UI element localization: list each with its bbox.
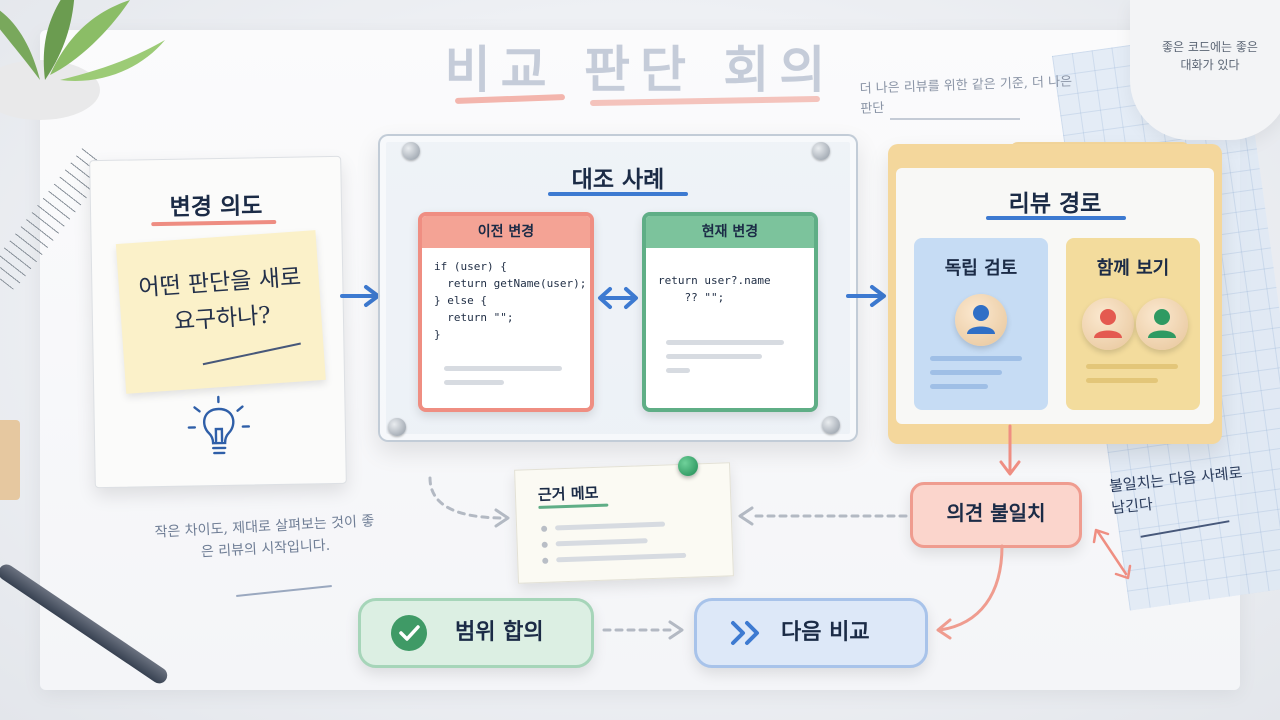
placeholder-line	[666, 340, 784, 345]
mug-decoration	[1130, 0, 1280, 140]
question-underline	[202, 342, 301, 366]
review-path-sheet: 리뷰 경로 독립 검토 함께 보기	[896, 168, 1214, 424]
placeholder-line	[555, 521, 666, 531]
plant-decoration	[0, 0, 165, 120]
screw-bolt	[812, 142, 830, 160]
independent-review-card[interactable]: 독립 검토	[914, 238, 1048, 410]
code-line: return "";	[434, 311, 514, 324]
before-change-label: 이전 변경	[422, 216, 590, 248]
code-line: }	[434, 328, 441, 341]
change-intent-title: 변경 의도	[169, 193, 263, 221]
dashed-arrow-icon	[738, 506, 908, 526]
independent-review-label: 독립 검토	[944, 258, 1018, 279]
placeholder-line	[666, 354, 762, 359]
next-compare-button[interactable]: 다음 비교	[694, 598, 928, 668]
lightbulb-icon	[187, 395, 251, 455]
placeholder-line	[444, 380, 504, 385]
bullet-dot	[542, 557, 549, 564]
intent-question: 어떤 판단을 새로 요구하나?	[137, 264, 302, 336]
review-together-label: 함께 보기	[1096, 258, 1170, 279]
current-change-card[interactable]: 현재 변경 return user?.name ?? "";	[642, 212, 818, 412]
screw-bolt	[388, 418, 406, 436]
bullet-dot	[541, 541, 548, 548]
arrow-right-icon	[846, 285, 886, 307]
evidence-memo-card[interactable]: 근거 메모	[514, 462, 734, 584]
code-line: return getName(user);	[434, 277, 587, 290]
review-path-title: 리뷰 경로	[1008, 191, 1102, 217]
placeholder-line	[666, 368, 690, 373]
top-note-underline	[890, 118, 1020, 120]
scope-agreement-button[interactable]: 범위 합의	[358, 598, 594, 668]
code-line: } else {	[434, 294, 487, 307]
pushpin-icon	[678, 456, 698, 476]
screw-bolt	[402, 142, 420, 160]
review-together-card[interactable]: 함께 보기	[1066, 238, 1200, 410]
evidence-memo-title: 근거 메모	[537, 483, 599, 504]
bullet-dot	[541, 525, 548, 532]
sticky-note: 어떤 판단을 새로 요구하나?	[115, 230, 326, 394]
code-line: ?? "";	[658, 291, 725, 304]
code-line: if (user) {	[434, 260, 507, 273]
placeholder-line	[930, 370, 1002, 375]
wood-block-decoration	[0, 420, 20, 500]
placeholder-line	[444, 366, 562, 371]
next-compare-label: 다음 비교	[781, 620, 870, 645]
placeholder-line	[930, 384, 988, 389]
placeholder-line	[930, 356, 1022, 361]
current-change-label: 현재 변경	[646, 216, 814, 248]
screw-bolt	[822, 416, 840, 434]
before-change-card[interactable]: 이전 변경 if (user) { return getName(user); …	[418, 212, 594, 412]
before-code: if (user) { return getName(user); } else…	[422, 248, 590, 353]
placeholder-line	[555, 538, 648, 547]
change-intent-card: 변경 의도 어떤 판단을 새로 요구하나?	[89, 155, 347, 489]
double-arrow-icon	[598, 287, 638, 309]
double-chevron-icon	[731, 621, 759, 645]
scope-agreement-label: 범위 합의	[455, 620, 544, 645]
dashed-arrow-icon	[428, 476, 510, 528]
check-icon	[391, 615, 427, 651]
title-underline	[548, 192, 688, 196]
reviewer-token	[1082, 298, 1134, 350]
page-title: 비교 판단 회의	[444, 41, 836, 99]
dashed-arrow-icon	[602, 620, 684, 640]
person-icon	[1094, 309, 1122, 338]
comparison-title: 대조 사례	[571, 167, 665, 193]
mug-note: 좋은 코드에는 좋은 대화가 있다	[1162, 40, 1258, 72]
arrow-down-icon	[999, 424, 1021, 476]
code-line: return user?.name	[658, 274, 771, 287]
title-underline	[986, 216, 1126, 220]
comparison-panel: 대조 사례 이전 변경 if (user) { return getName(u…	[378, 134, 858, 442]
person-icon	[967, 305, 995, 334]
placeholder-line	[556, 552, 687, 563]
placeholder-line	[1086, 378, 1158, 383]
placeholder-line	[1086, 364, 1178, 369]
disagreement-box[interactable]: 의견 불일치	[910, 482, 1082, 548]
double-arrow-icon	[1092, 528, 1132, 580]
curved-arrow-icon	[936, 544, 1004, 640]
reviewer-token	[955, 294, 1007, 346]
title-underline	[151, 219, 277, 227]
person-icon	[1148, 309, 1176, 338]
top-note: 더 나은 리뷰를 위한 같은 기준, 더 나은 판단	[859, 74, 1073, 117]
reviewer-token	[1136, 298, 1188, 350]
current-code: return user?.name ?? "";	[646, 248, 814, 316]
